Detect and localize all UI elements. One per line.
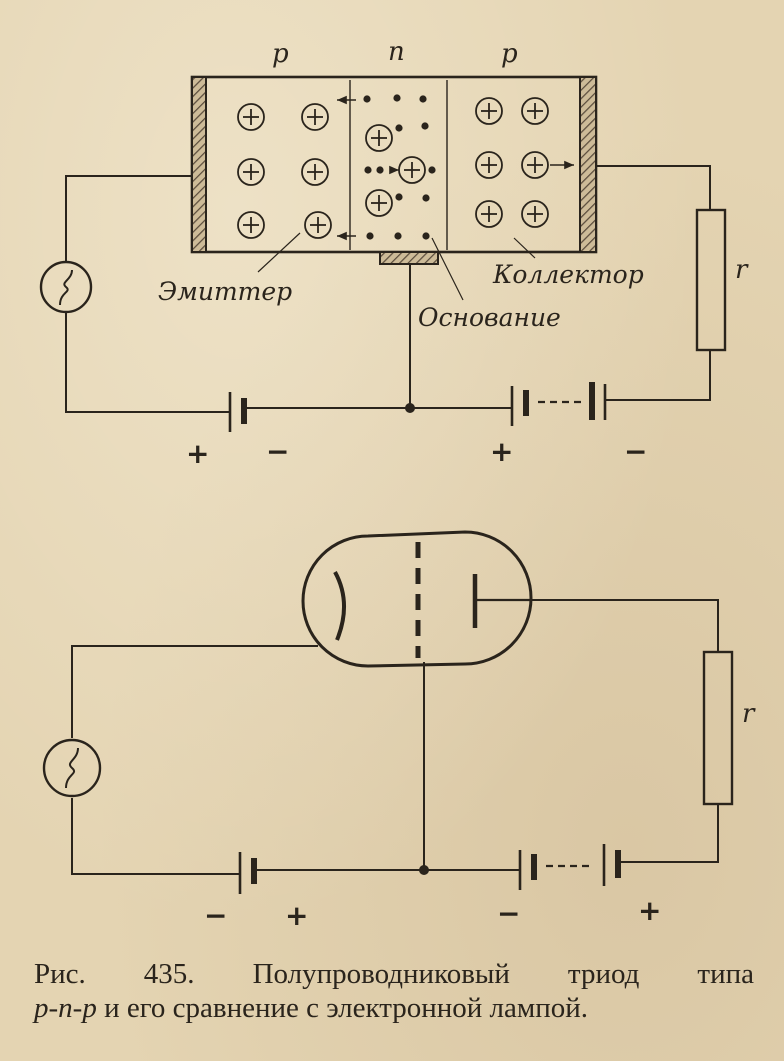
tube-cathode-wire — [71, 645, 318, 738]
caption-pnp-term: p-n-p — [34, 992, 97, 1024]
caption-line-1: Рис. 435. Полупроводниковый триод типа — [34, 958, 754, 990]
tube-load-resistor — [702, 650, 734, 806]
tube-anode-wire — [530, 599, 719, 652]
tube-grid-junction-dot — [419, 865, 429, 875]
transistor-labels: p n p Эмиттер Основание Коллектор r + − … — [158, 37, 749, 470]
base-label: Основание — [418, 303, 561, 332]
battery1-minus-sign: − — [266, 435, 289, 468]
collector-label: Коллектор — [492, 260, 644, 289]
resistor-label-bottom: r — [742, 699, 756, 729]
base-electrode — [379, 251, 439, 265]
collector-holes — [475, 97, 549, 228]
base-junction-dot — [405, 403, 415, 413]
region-label-p-right: p — [501, 39, 518, 69]
transistor-diagram — [39, 75, 727, 432]
ac-generator-icon — [39, 260, 93, 314]
collector-leader — [513, 237, 536, 259]
base-holes — [365, 124, 426, 217]
base-leader — [431, 237, 464, 301]
region-label-n: n — [388, 37, 405, 67]
tube-cathode — [333, 571, 347, 641]
battery2-plus-sign: + — [490, 435, 513, 468]
figure-caption: Рис. 435. Полупроводниковый триод типа p… — [34, 957, 754, 1025]
caption-line-2: p-n-p и его сравнение с электронной ламп… — [34, 991, 754, 1025]
collector-wire — [596, 165, 711, 210]
region-label-p-left: p — [272, 39, 289, 69]
tube-battery2-plus-sign: + — [638, 894, 661, 927]
tube-battery2-minus-sign: − — [497, 897, 520, 930]
base-electrons — [363, 94, 436, 240]
tube-envelope — [301, 530, 533, 668]
battery2-minus-sign: − — [624, 435, 647, 468]
emitter-holes — [237, 103, 332, 239]
generator-return-wire — [65, 312, 230, 413]
tube-sine-wave-icon — [65, 747, 79, 789]
tube-labels: r − + − + — [204, 699, 756, 932]
carrier-arrows — [337, 95, 574, 241]
emitter-leader — [257, 232, 301, 273]
tube-battery1-minus-sign: − — [204, 899, 227, 932]
collector-electrode — [579, 76, 597, 253]
tube-diagram — [42, 530, 734, 894]
tube-generator-return-wire — [71, 798, 240, 875]
battery1-plus-sign: + — [186, 437, 209, 470]
load-resistor — [695, 208, 727, 352]
resistor-return-wire — [605, 350, 711, 401]
sine-wave-icon — [59, 269, 73, 306]
emitter-label: Эмиттер — [158, 277, 292, 306]
caption-line-2-rest: и его сравнение с электронной лампой. — [96, 992, 589, 1024]
tube-ac-generator-icon — [42, 738, 102, 798]
emitter-electrode — [191, 76, 207, 253]
tube-resistor-return-wire — [618, 804, 719, 863]
tube-battery1-plus-sign: + — [285, 899, 308, 932]
resistor-label-top: r — [735, 255, 749, 285]
emitter-wire — [65, 175, 192, 262]
